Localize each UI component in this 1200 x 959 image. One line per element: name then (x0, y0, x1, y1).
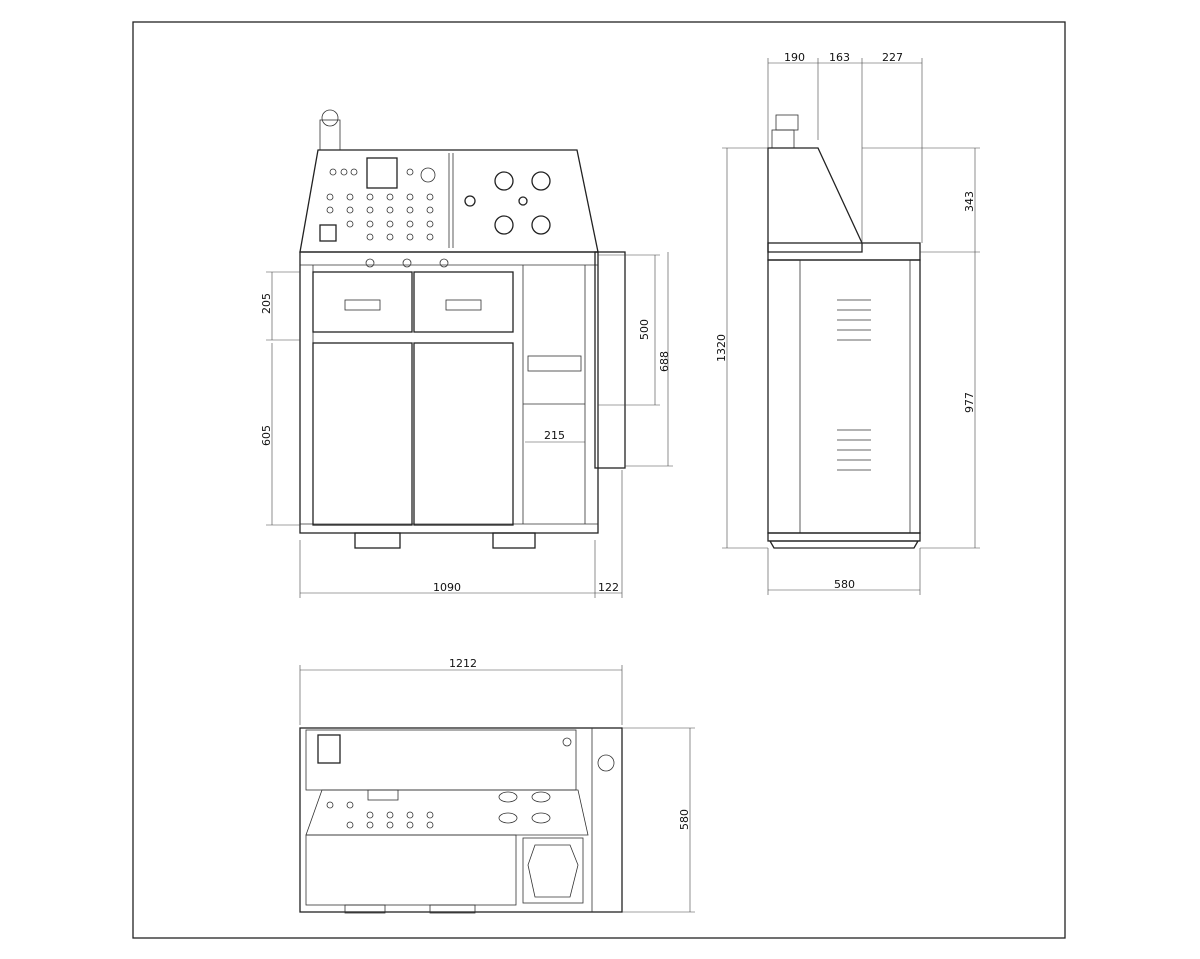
dim-top-1: 190 (784, 51, 805, 64)
dim-top-depth: 580 (678, 809, 691, 830)
dim-top-2: 163 (829, 51, 850, 64)
drawing-frame (132, 21, 1066, 939)
dim-body-width: 1090 (433, 581, 461, 594)
dim-side-box-total: 688 (658, 351, 671, 372)
foot-right (492, 532, 536, 549)
door-right (413, 342, 514, 526)
gauges (464, 171, 551, 235)
console-top (305, 789, 589, 836)
top-view (299, 727, 623, 914)
front-dimension-lines (266, 252, 673, 598)
dim-column-width: 215 (544, 429, 565, 442)
dim-top-3: 227 (882, 51, 903, 64)
dim-drawer-height: 205 (260, 293, 273, 314)
console-profile (767, 147, 863, 253)
vent-slots (837, 299, 871, 471)
top-dimension-lines (299, 665, 695, 913)
dim-side-depth: 580 (834, 578, 855, 591)
side-door (799, 259, 911, 534)
dim-total-height: 1320 (715, 334, 728, 362)
side-box (594, 251, 626, 469)
plug-socket-icon (319, 119, 341, 151)
dim-body-height: 977 (963, 392, 976, 413)
front-view (299, 109, 626, 549)
dim-side-box-depth: 122 (598, 581, 619, 594)
door-left (312, 342, 413, 526)
side-dimension-lines (722, 58, 980, 595)
drawer-left (312, 271, 413, 333)
display-screen (366, 157, 398, 189)
top-outline (299, 727, 623, 913)
dim-door-height: 605 (260, 425, 273, 446)
drawer-right (413, 271, 514, 333)
foot-left (354, 532, 401, 549)
plug-socket-top (317, 734, 341, 764)
cabinet-body (299, 251, 599, 534)
main-switch (319, 224, 337, 242)
dim-console-height: 343 (963, 191, 976, 212)
side-body (767, 259, 921, 534)
side-view (767, 114, 921, 549)
dim-total-width: 1212 (449, 657, 477, 670)
button-grid (326, 168, 434, 241)
dim-side-box-height: 500 (638, 319, 651, 340)
